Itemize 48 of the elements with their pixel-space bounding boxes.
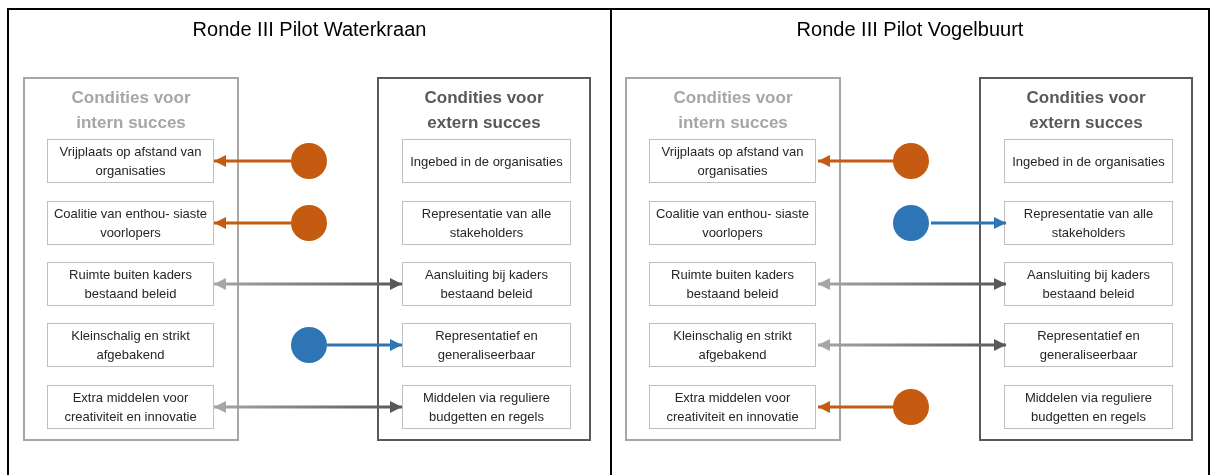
arrow xyxy=(214,155,291,167)
circle-marker xyxy=(893,389,929,425)
group-box xyxy=(23,77,239,441)
arrow xyxy=(818,339,1006,351)
condition-box: Ingebed in de organisaties xyxy=(402,139,571,183)
arrow xyxy=(327,339,402,351)
arrow xyxy=(931,217,1006,229)
group-heading: Condities voor extern succes xyxy=(423,87,545,134)
condition-box: Representatie van alle stakeholders xyxy=(402,201,571,245)
condition-box: Coalitie van enthou- siaste voorlopers xyxy=(649,201,816,245)
circle-marker xyxy=(291,327,327,363)
arrow xyxy=(214,217,291,229)
condition-box: Middelen via reguliere budgetten en regels xyxy=(1004,385,1173,429)
condition-box: Aansluiting bij kaders bestaand beleid xyxy=(402,262,571,306)
arrow xyxy=(214,278,402,290)
group-box xyxy=(377,77,591,441)
circle-marker xyxy=(291,205,327,241)
condition-box: Vrijplaats op afstand van organisaties xyxy=(47,139,214,183)
group-heading: Condities voor extern succes xyxy=(1025,87,1147,134)
condition-box: Aansluiting bij kaders bestaand beleid xyxy=(1004,262,1173,306)
condition-box: Middelen via reguliere budgetten en regels xyxy=(402,385,571,429)
condition-box: Extra middelen voor creativiteit en innovatie xyxy=(649,385,816,429)
condition-box: Kleinschalig en strikt afgebakend xyxy=(47,323,214,367)
circle-marker xyxy=(893,143,929,179)
arrow xyxy=(214,401,402,413)
group-box xyxy=(979,77,1193,441)
panel-title: Ronde III Pilot Waterkraan xyxy=(191,18,428,41)
circle-marker xyxy=(291,143,327,179)
condition-box: Representatie van alle stakeholders xyxy=(1004,201,1173,245)
group-box xyxy=(625,77,841,441)
group-heading: Condities voor intern succes xyxy=(70,87,192,134)
arrow xyxy=(818,155,895,167)
condition-box: Representatief en generaliseerbaar xyxy=(1004,323,1173,367)
condition-box: Kleinschalig en strikt afgebakend xyxy=(649,323,816,367)
panel xyxy=(7,8,612,475)
group-heading: Condities voor intern succes xyxy=(672,87,794,134)
condition-box: Ingebed in de organisaties xyxy=(1004,139,1173,183)
circle-marker xyxy=(893,205,929,241)
arrow xyxy=(818,278,1006,290)
condition-box: Ruimte buiten kaders bestaand beleid xyxy=(649,262,816,306)
condition-box: Vrijplaats op afstand van organisaties xyxy=(649,139,816,183)
arrow xyxy=(818,401,895,413)
condition-box: Extra middelen voor creativiteit en innovatie xyxy=(47,385,214,429)
condition-box: Representatief en generaliseerbaar xyxy=(402,323,571,367)
condition-box: Ruimte buiten kaders bestaand beleid xyxy=(47,262,214,306)
condition-box: Coalitie van enthou- siaste voorlopers xyxy=(47,201,214,245)
panel xyxy=(612,8,1210,475)
panel-title: Ronde III Pilot Vogelbuurt xyxy=(795,18,1025,41)
